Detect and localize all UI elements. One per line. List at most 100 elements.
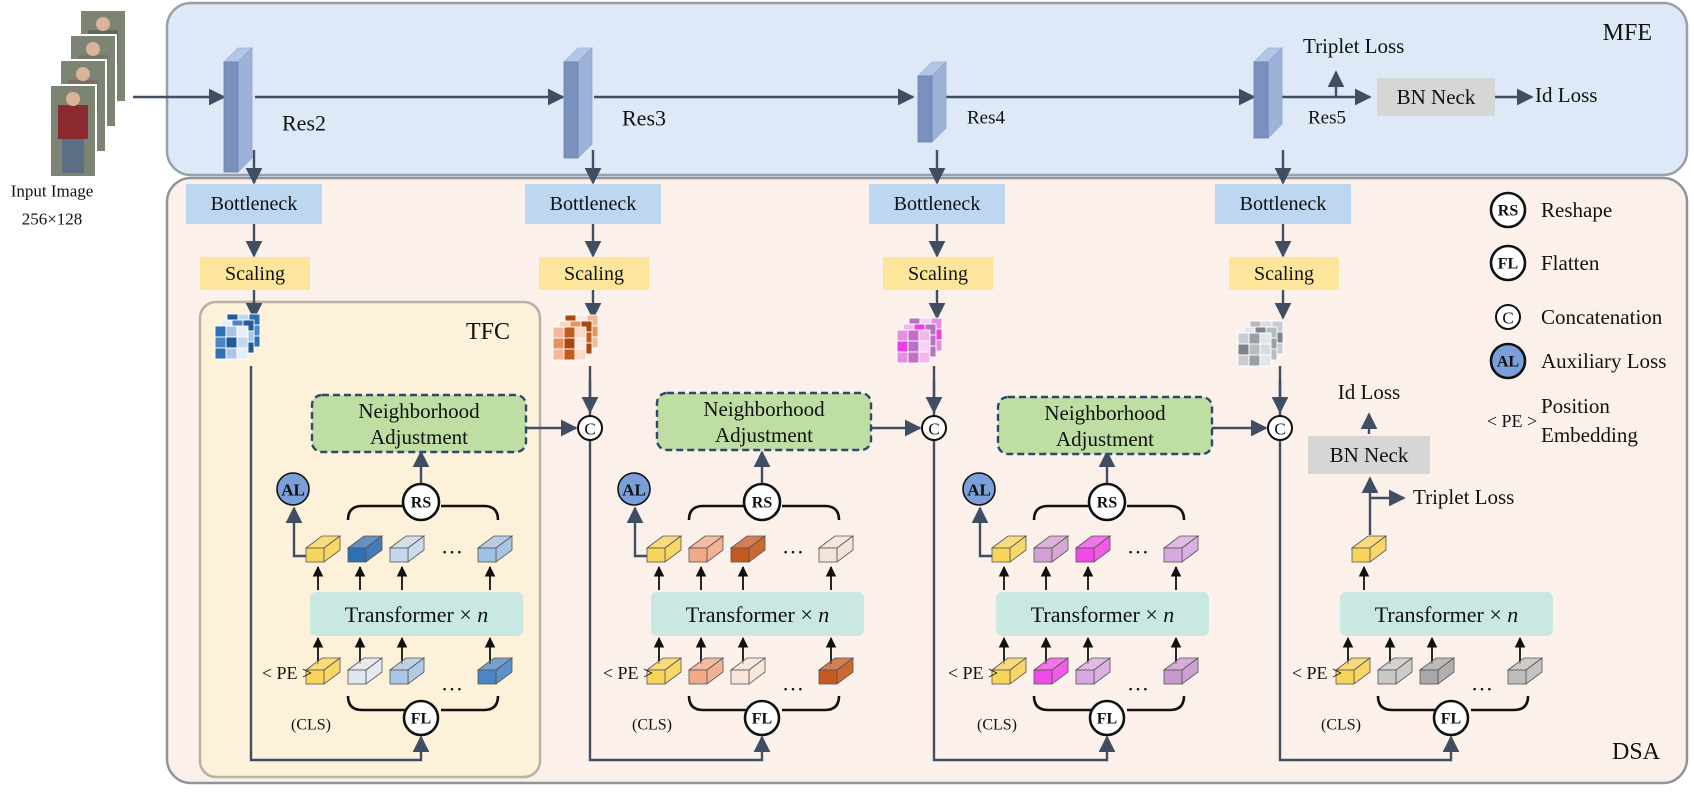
input-token-1-2 [729,657,767,685]
output-token-0-1-front [347,547,367,563]
input-token-1-2-front [730,669,750,685]
input-token-3-2 [1418,657,1456,685]
feature-map-2-cell [907,329,920,342]
feature-map-2-cell [918,351,931,364]
legend-pe-label-2: Embedding [1541,423,1638,447]
concat-circle-2 [921,415,947,441]
res-block-4-side [931,61,947,143]
res-block-3-front [563,61,579,159]
output-token-1-1-front [688,547,708,563]
output-token-1-1 [687,535,725,563]
res-block-3-side [577,47,593,159]
output-token-2-1-front [1033,547,1053,563]
al-label-0: AL [281,481,305,500]
legend-label-0: Reshape [1541,198,1612,222]
transformer-label-n-3: n [1507,602,1518,627]
ellipsis-top-1: … [782,534,804,559]
transformer-label-text-3: Transformer × [1375,602,1508,627]
res2-label: Res2 [282,111,326,136]
input-token-1-3 [817,657,855,685]
final-cls-token-front [1351,547,1371,563]
legend-label-2: Concatenation [1541,305,1663,329]
feature-map-0-cell [214,336,227,349]
output-token-2-2-front [1075,547,1095,563]
input-token-3-3-front [1507,669,1527,685]
rs-circle-0 [401,482,441,522]
scaling-label-0: Scaling [225,263,285,285]
bnneck-bottom-box [1308,436,1430,474]
res-block-3 [563,47,593,159]
transformer-box-0 [310,592,523,636]
bottleneck-label-0: Bottleneck [211,193,298,215]
adjustment-label-2-2: Adjustment [1056,427,1154,451]
fl-brace-0 [346,695,500,712]
res-block-4-front [917,75,933,143]
output-token-0-0 [304,535,342,563]
feature-map-0-cell [214,325,227,338]
pe-label-1: < PE > [603,663,653,683]
res-block-4 [917,61,947,143]
scaling-box-3 [1229,257,1339,290]
res-block-2-side [237,47,253,173]
feature-map-0-cell [225,347,238,360]
adjustment-label-1-0: Neighborhood [358,399,480,423]
input-token-3-0 [1334,657,1372,685]
output-token-0-3 [476,535,514,563]
transformer-label-0: Transformer × n [345,602,489,627]
output-token-2-3 [1162,535,1200,563]
fl-brace-2 [1032,695,1186,712]
feature-map-2-cell [918,329,931,342]
scaling-label-2: Scaling [908,263,968,285]
cls-label-1: (CLS) [632,717,672,734]
feature-map-3-cell [1259,343,1272,356]
concat-circle-3 [1267,415,1293,441]
feature-map-2-cell [896,351,909,364]
transformer-box-1 [651,592,864,636]
fl-label-1: FL [752,711,772,728]
final-cls-token [1350,535,1388,563]
output-token-2-0 [990,535,1028,563]
scaling-label-1: Scaling [564,263,624,285]
ellipsis-top-0: … [441,534,463,559]
input-frame-head [66,92,80,106]
al-circle-1 [617,472,651,506]
feature-map-1-cell [552,337,565,350]
feature-map-1-cell [552,326,565,339]
bottleneck-label-1: Bottleneck [550,193,637,215]
feature-map-3-cell [1259,332,1272,345]
input-token-3-1 [1376,657,1414,685]
legend-symbol-2 [1495,304,1521,330]
rs-label-2: RS [1097,495,1118,512]
output-token-1-3 [817,535,855,563]
output-token-2-1 [1032,535,1070,563]
transformer-label-text-0: Transformer × [345,602,478,627]
feature-map-0-cell [214,347,227,360]
feature-map-2-cell [896,340,909,353]
feature-map-2-cell [918,340,931,353]
input-token-0-0 [304,657,342,685]
connections-layer [133,70,1534,762]
al-circle-2 [962,472,996,506]
dsa-region [165,176,1689,785]
adjustment-box-2 [996,395,1214,456]
adjustment-label-1-1: Neighborhood [703,397,825,421]
concat-label-2: C [928,420,939,439]
feature-map-3-cell [1237,332,1250,345]
bottleneck-box-0 [186,184,322,224]
feature-map-3 [1237,320,1284,367]
input-token-3-1-front [1377,669,1397,685]
feature-map-1-cell [574,326,587,339]
fl-circle-3 [1432,699,1470,737]
input-token-3-2-front [1419,669,1439,685]
input-token-0-3-front [477,669,497,685]
legend-symbol-0 [1489,191,1527,229]
output-token-1-0 [645,535,683,563]
scaling-box-0 [200,257,310,290]
input-size-label: 256×128 [22,210,83,229]
res4-label: Res4 [967,108,1006,129]
input-frame-legs [62,139,84,173]
transformer-label-2: Transformer × n [1031,602,1175,627]
mfe-label: MFE [1603,20,1652,46]
transformer-label-n-1: n [818,602,829,627]
